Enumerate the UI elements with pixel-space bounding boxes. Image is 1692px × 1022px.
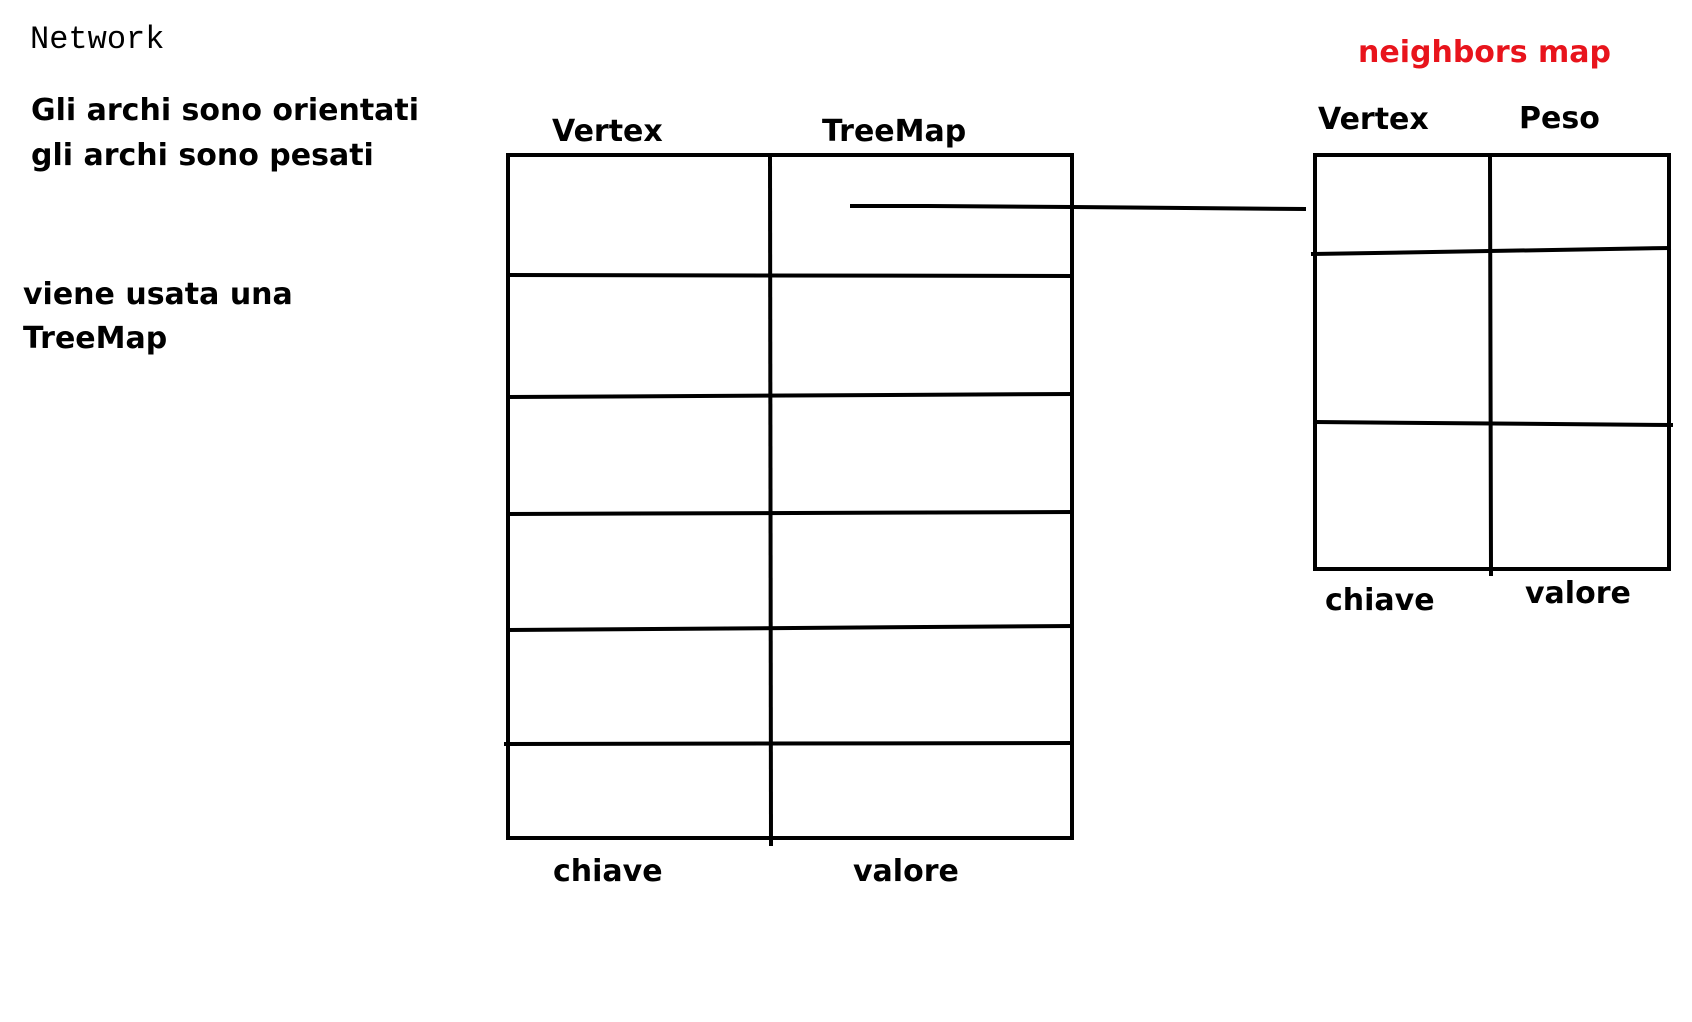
main-map-row-divider	[505, 391, 1075, 400]
main-map-key-header: Vertex	[552, 114, 663, 149]
neighbors-map-row-divider	[1312, 419, 1674, 428]
neighbors-map-value-footer: valore	[1525, 576, 1631, 611]
page-title: Network	[30, 21, 165, 58]
main-map-table	[503, 152, 1075, 847]
main-map-value-header: TreeMap	[822, 114, 967, 149]
main-map-row-divider	[505, 623, 1075, 633]
treemap-pointer-line	[850, 204, 1307, 212]
neighbors-map-column-divider	[1487, 155, 1494, 577]
main-map-column-divider	[767, 152, 774, 847]
main-map-key-footer: chiave	[553, 854, 663, 889]
neighbors-map-key-footer: chiave	[1325, 583, 1435, 618]
main-map-value-footer: valore	[853, 854, 959, 889]
note-oriented-edges: Gli archi sono orientati	[31, 93, 420, 128]
note-uses-treemap-line1: viene usata una	[23, 277, 293, 312]
neighbors-map-key-header: Vertex	[1318, 102, 1429, 137]
note-weighted-edges: gli archi sono pesati	[31, 138, 374, 173]
main-map-outline	[506, 153, 1074, 840]
note-uses-treemap-line2: TreeMap	[23, 321, 168, 356]
neighbors-map-row-divider	[1310, 245, 1672, 257]
main-map-row-divider	[505, 509, 1075, 517]
main-map-row-divider	[503, 740, 1075, 747]
neighbors-map-table	[1310, 153, 1674, 577]
main-map-row-divider	[505, 272, 1075, 279]
neighbors-map-value-header: Peso	[1519, 101, 1600, 136]
neighbors-map-title: neighbors map	[1358, 35, 1611, 70]
